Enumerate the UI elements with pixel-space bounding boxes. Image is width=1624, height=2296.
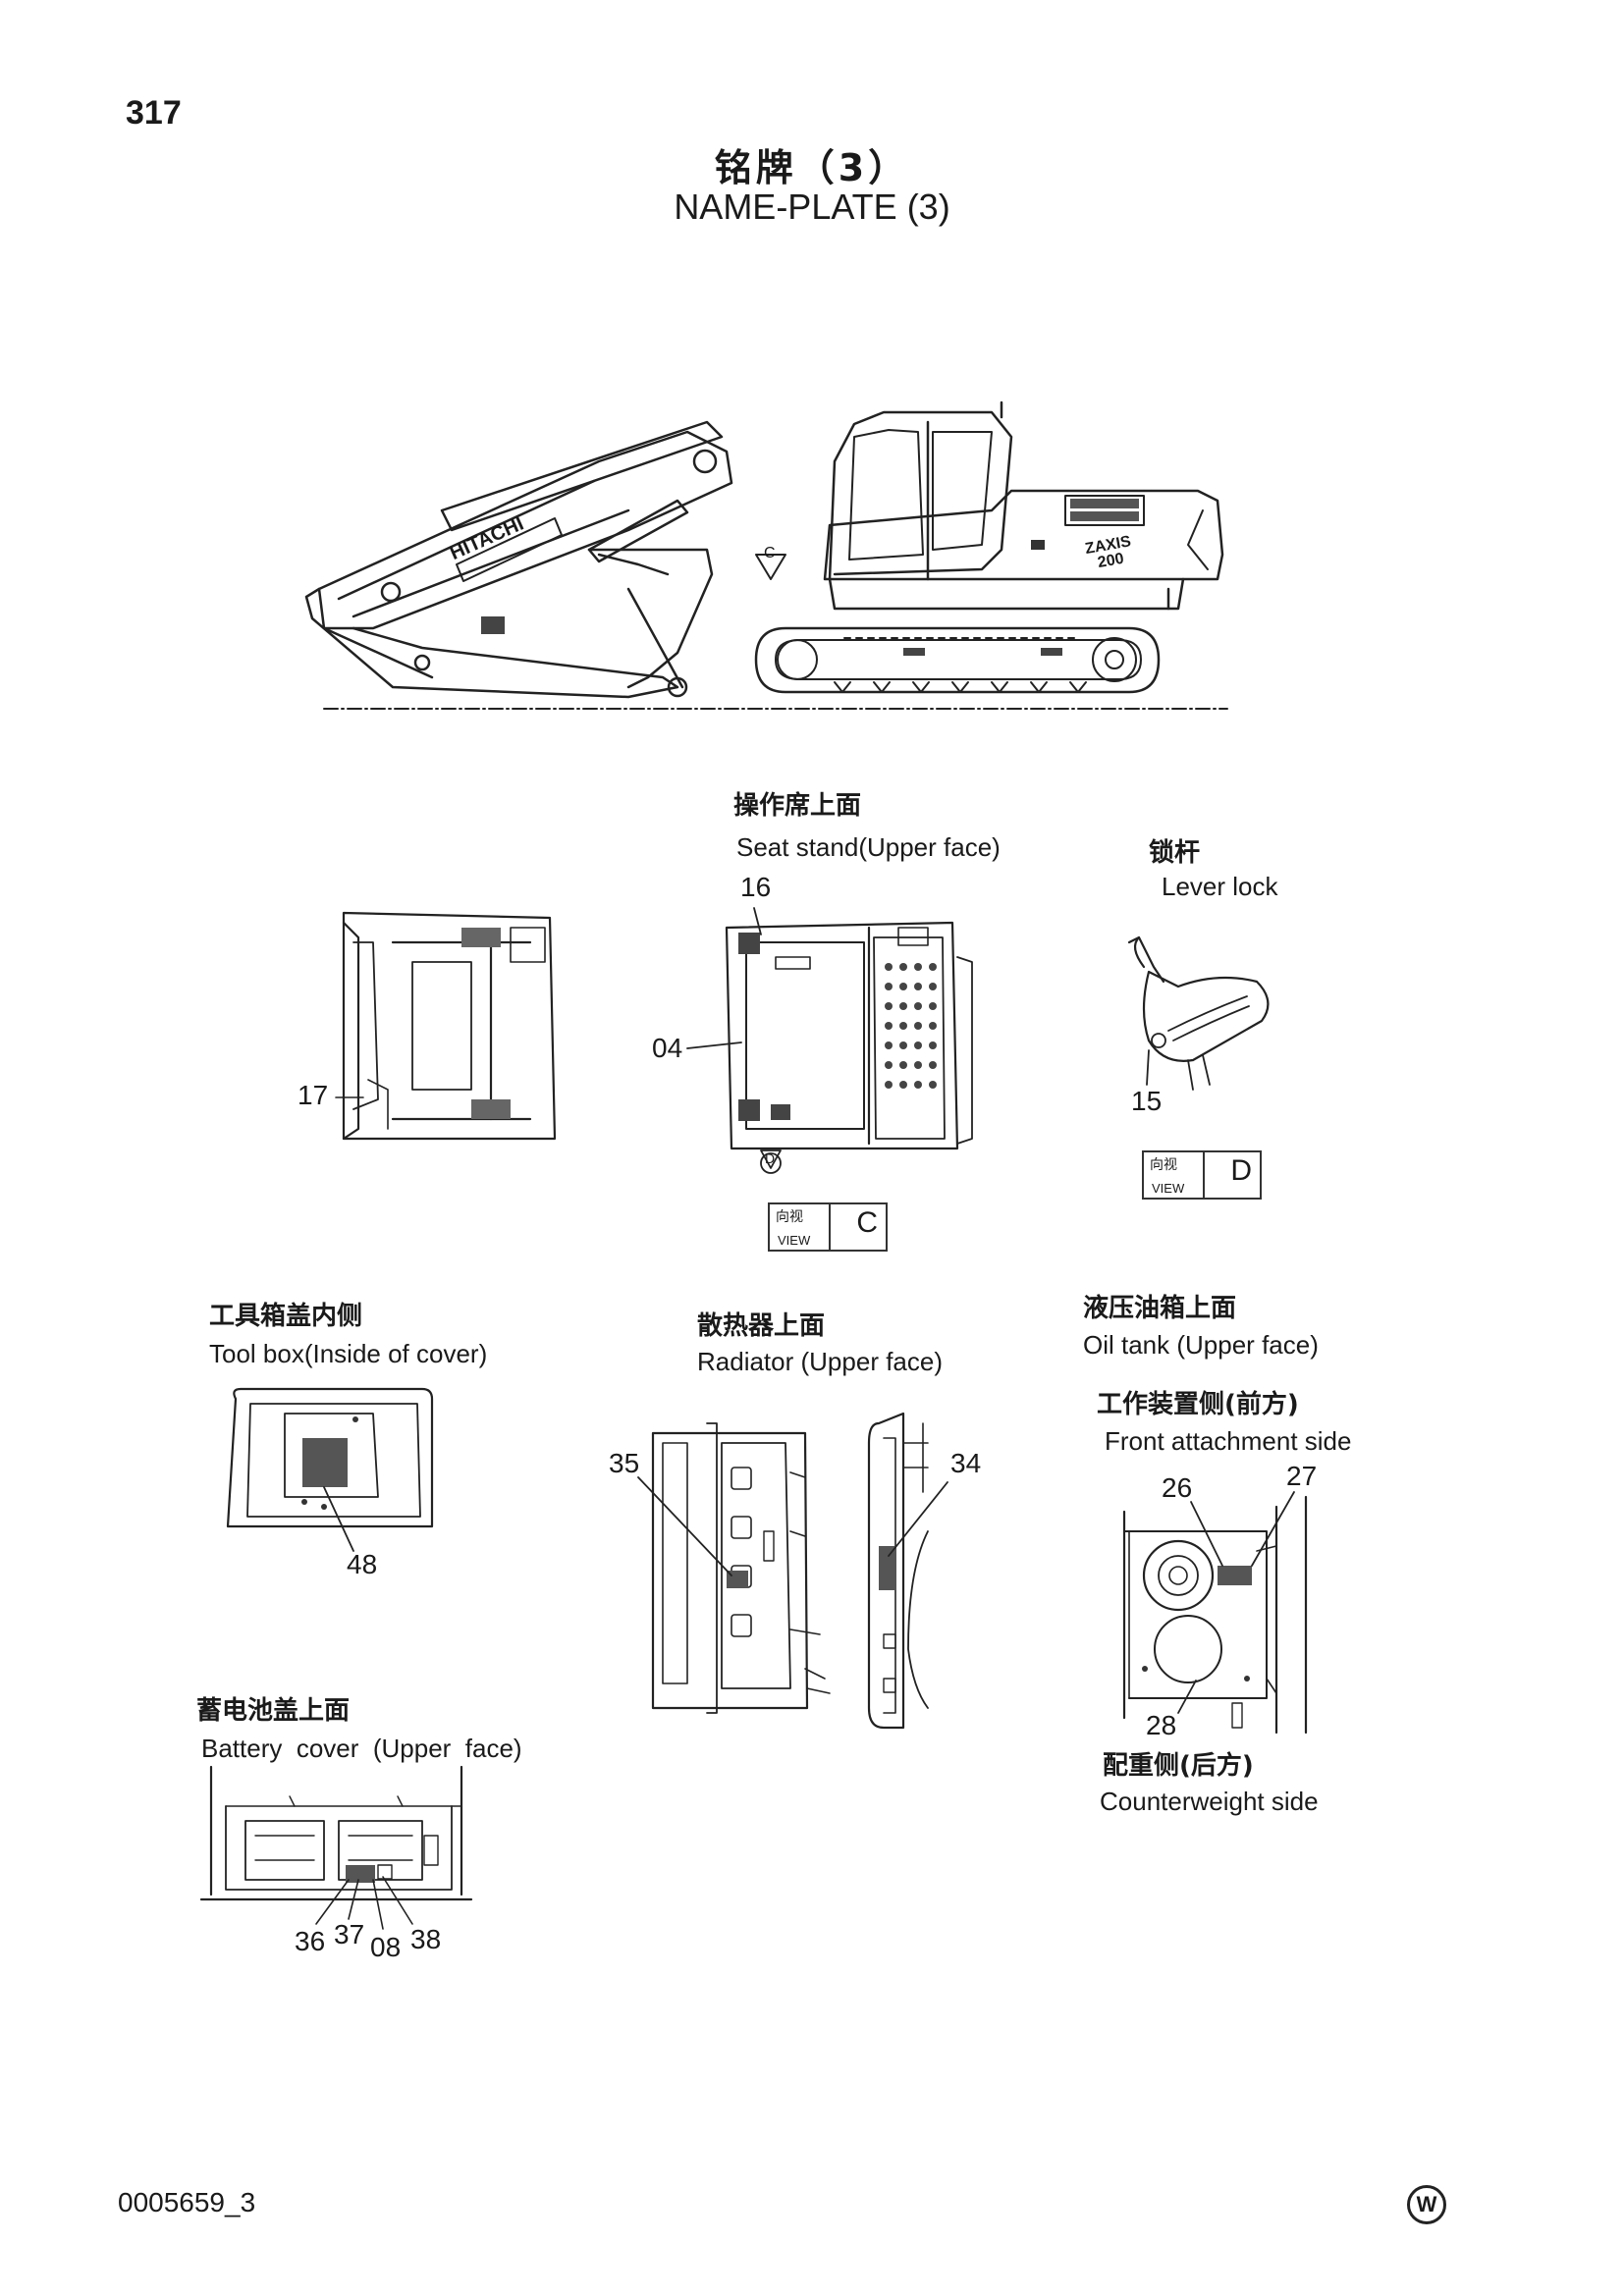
tool-box-cover-drawing [226,1387,434,1552]
callout-38: 38 [410,1924,442,1954]
view-c-en: VIEW [778,1233,811,1248]
document-reference: 0005659_3 [118,2187,256,2217]
oil-tank-label: Oil tank (Upper face) [1083,1330,1319,1360]
oil-tank-drawing [1122,1491,1308,1735]
callout-08: 08 [370,1932,402,1962]
page-title-chinese: 铭牌（3） [714,146,910,189]
callout-37: 37 [334,1919,365,1949]
counterweight-label: Counterweight side [1100,1787,1319,1816]
callout-34: 34 [950,1448,982,1478]
callout-17: 17 [298,1080,329,1110]
callout-35: 35 [609,1448,640,1478]
callout-15: 15 [1131,1086,1163,1116]
lever-lock-label-zh: 锁杆 [1149,838,1201,868]
battery-cover-label-zh: 蓄电池盖上面 [196,1696,351,1726]
battery-cover-label: Battery cover (Upper face) [201,1734,522,1763]
callout-28: 28 [1146,1710,1177,1740]
radiator-label: Radiator (Upper face) [697,1347,943,1376]
circled-mark: W [1407,2185,1446,2224]
view-c-box: 向视 VIEW C [768,1202,888,1252]
callout-04: 04 [652,1033,683,1063]
oil-tank-label-zh: 液压油箱上面 [1083,1294,1237,1323]
view-d-marker: D [765,1150,776,1166]
view-c-letter: C [856,1206,878,1239]
page-title: NAME-PLATE (3) [674,187,950,227]
view-d-letter: D [1230,1154,1252,1187]
counterweight-label-zh: 配重侧(后方) [1103,1751,1254,1781]
callout-36: 36 [295,1926,326,1956]
view-c-arrow-label: C [764,545,776,561]
view-d-box: 向视 VIEW D [1142,1150,1262,1200]
front-attachment-label: Front attachment side [1105,1426,1352,1456]
view-d-en: VIEW [1152,1181,1185,1196]
view-d-zh: 向视 [1150,1157,1177,1173]
radiator-drawing [637,1412,948,1730]
battery-cover-drawing [199,1765,473,1930]
excavator-drawing [304,400,1228,710]
callout-48: 48 [347,1549,378,1579]
page-number: 317 [126,94,182,132]
callout-16: 16 [740,872,772,902]
lever-lock-drawing [1127,935,1270,1091]
seat-stand-label-zh: 操作席上面 [733,791,862,821]
tool-box-label: Tool box(Inside of cover) [209,1339,488,1368]
radiator-label-zh: 散热器上面 [697,1311,826,1341]
seat-stand-label: Seat stand(Upper face) [736,832,1001,862]
callout-27: 27 [1286,1461,1318,1491]
front-attachment-label-zh: 工作装置侧(前方) [1097,1390,1299,1419]
cab-side-view [335,911,557,1141]
lever-lock-label: Lever lock [1162,872,1278,901]
callout-26: 26 [1162,1472,1193,1503]
seat-stand-top-view [686,907,973,1174]
view-c-zh: 向视 [776,1209,803,1225]
tool-box-label-zh: 工具箱盖内侧 [209,1302,363,1331]
